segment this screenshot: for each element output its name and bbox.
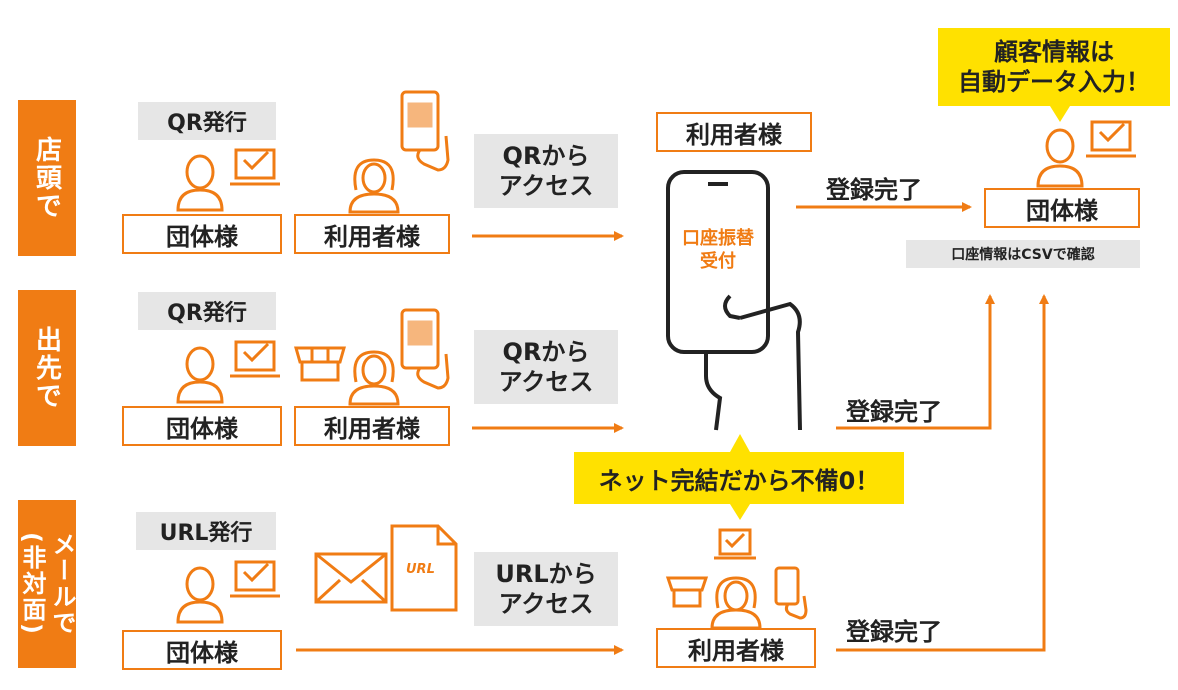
- url-issue-label: URL発行: [136, 512, 276, 550]
- callout-pointer-down: [730, 504, 750, 520]
- side-label-store: 店頭で: [18, 100, 76, 256]
- arrow-register-2: [836, 294, 995, 430]
- side-label-mail: メールで (非対面): [18, 500, 76, 668]
- registration-label-2: 登録完了: [846, 398, 942, 426]
- staff-person-icon: [176, 346, 224, 404]
- group-box: 団体様: [122, 214, 282, 254]
- side-label-visit: 出先で: [18, 290, 76, 446]
- url-document-icon: [390, 524, 458, 612]
- phone-screen-text: 口座振替 受付: [682, 228, 754, 272]
- group-box-right: 団体様: [984, 188, 1140, 228]
- access-label: URLから アクセス: [474, 552, 618, 626]
- user-box-center-bottom: 利用者様: [656, 628, 816, 668]
- smartphone-hand-icon: [666, 170, 802, 431]
- right-callout: 顧客情報は 自動データ入力！: [938, 28, 1170, 106]
- user-person-icon: [710, 576, 762, 630]
- staff-person-icon: [1036, 128, 1084, 188]
- qr-phone-icon: [400, 308, 450, 390]
- bottom-callout: ネット完結だから不備0！: [574, 452, 904, 504]
- laptop-check-icon: [230, 560, 280, 598]
- laptop-check-icon: [230, 148, 280, 186]
- user-box: 利用者様: [294, 406, 450, 446]
- staff-person-icon: [176, 566, 224, 624]
- envelope-icon: [314, 552, 388, 604]
- access-label: QRから アクセス: [474, 134, 618, 208]
- csv-note: 口座情報はCSVで確認: [906, 240, 1140, 268]
- shop-icon: [294, 346, 346, 382]
- qr-issue-label: QR発行: [138, 102, 276, 140]
- phone-in-hand-icon: [774, 566, 808, 620]
- laptop-check-icon: [714, 528, 756, 560]
- laptop-check-icon: [230, 340, 280, 378]
- qr-issue-label: QR発行: [138, 292, 276, 330]
- arrow-register-3: [836, 294, 1049, 652]
- group-box: 団体様: [122, 630, 282, 670]
- registration-label-1: 登録完了: [826, 176, 922, 204]
- callout-pointer-top: [1050, 106, 1070, 122]
- callout-pointer-up: [730, 434, 750, 452]
- user-box-center-top: 利用者様: [656, 112, 812, 152]
- staff-person-icon: [176, 154, 224, 212]
- user-box: 利用者様: [294, 214, 450, 254]
- user-person-icon: [348, 158, 400, 214]
- access-label: QRから アクセス: [474, 330, 618, 404]
- user-person-icon: [348, 350, 400, 406]
- url-doc-label: URL: [406, 562, 435, 577]
- laptop-check-icon: [1086, 120, 1136, 158]
- shop-icon: [665, 576, 709, 608]
- qr-phone-icon: [400, 90, 450, 172]
- registration-label-3: 登録完了: [846, 618, 942, 646]
- group-box: 団体様: [122, 406, 282, 446]
